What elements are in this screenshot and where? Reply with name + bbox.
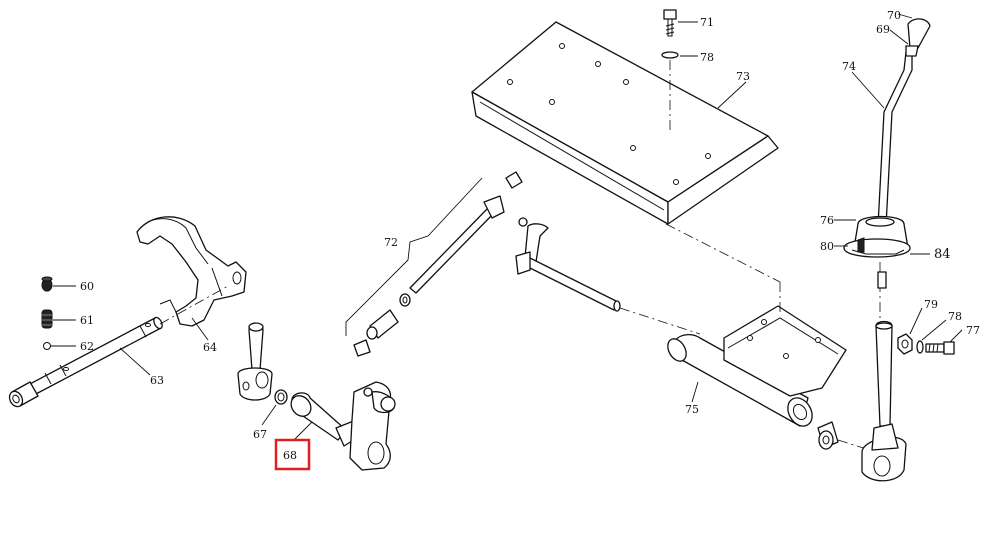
callout-80: 80 [820, 240, 834, 253]
shift-rod [515, 217, 621, 312]
rod-72 [353, 171, 523, 357]
callout-60: 60 [80, 280, 94, 293]
highlight-box-68 [274, 438, 311, 471]
callout-76: 76 [820, 214, 834, 227]
cover-plate-73 [471, 21, 779, 225]
washer-67 [274, 389, 288, 405]
callout-72: 72 [384, 236, 398, 249]
washer-78-top [661, 51, 679, 59]
callout-69: 69 [876, 23, 890, 36]
shift-arm-68 [290, 381, 396, 471]
callout-84: 84 [934, 247, 951, 262]
shift-fork-64 [136, 216, 247, 327]
callout-71: 71 [700, 16, 714, 29]
callout-63: 63 [150, 374, 164, 387]
set-screw-61 [41, 309, 53, 329]
set-screw-60 [41, 276, 53, 292]
bolt-77 [925, 341, 955, 355]
callout-73: 73 [736, 70, 750, 83]
shaft-63 [8, 316, 163, 408]
callout-75: 75 [685, 403, 699, 416]
callout-77: 77 [966, 324, 980, 337]
callout-78-top: 78 [700, 51, 714, 64]
bracket-75 [667, 305, 847, 427]
callout-64: 64 [203, 341, 217, 354]
callout-67: 67 [253, 428, 267, 441]
washer-78 [916, 340, 924, 354]
lower-lever [861, 271, 907, 482]
shift-lever-pin [237, 322, 273, 401]
callout-68: 68 [283, 449, 297, 462]
callout-74: 74 [842, 60, 856, 73]
gear-lever-74 [877, 18, 931, 227]
bushing [817, 421, 839, 450]
callout-62: 62 [80, 340, 94, 353]
callout-61: 61 [80, 314, 94, 327]
nut-79 [897, 333, 913, 355]
callout-78: 78 [948, 310, 962, 323]
callout-79: 79 [924, 298, 938, 311]
ring-62 [43, 342, 51, 350]
callout-70: 70 [887, 9, 901, 22]
bolt-71 [663, 9, 677, 37]
boot-76 [843, 215, 911, 258]
